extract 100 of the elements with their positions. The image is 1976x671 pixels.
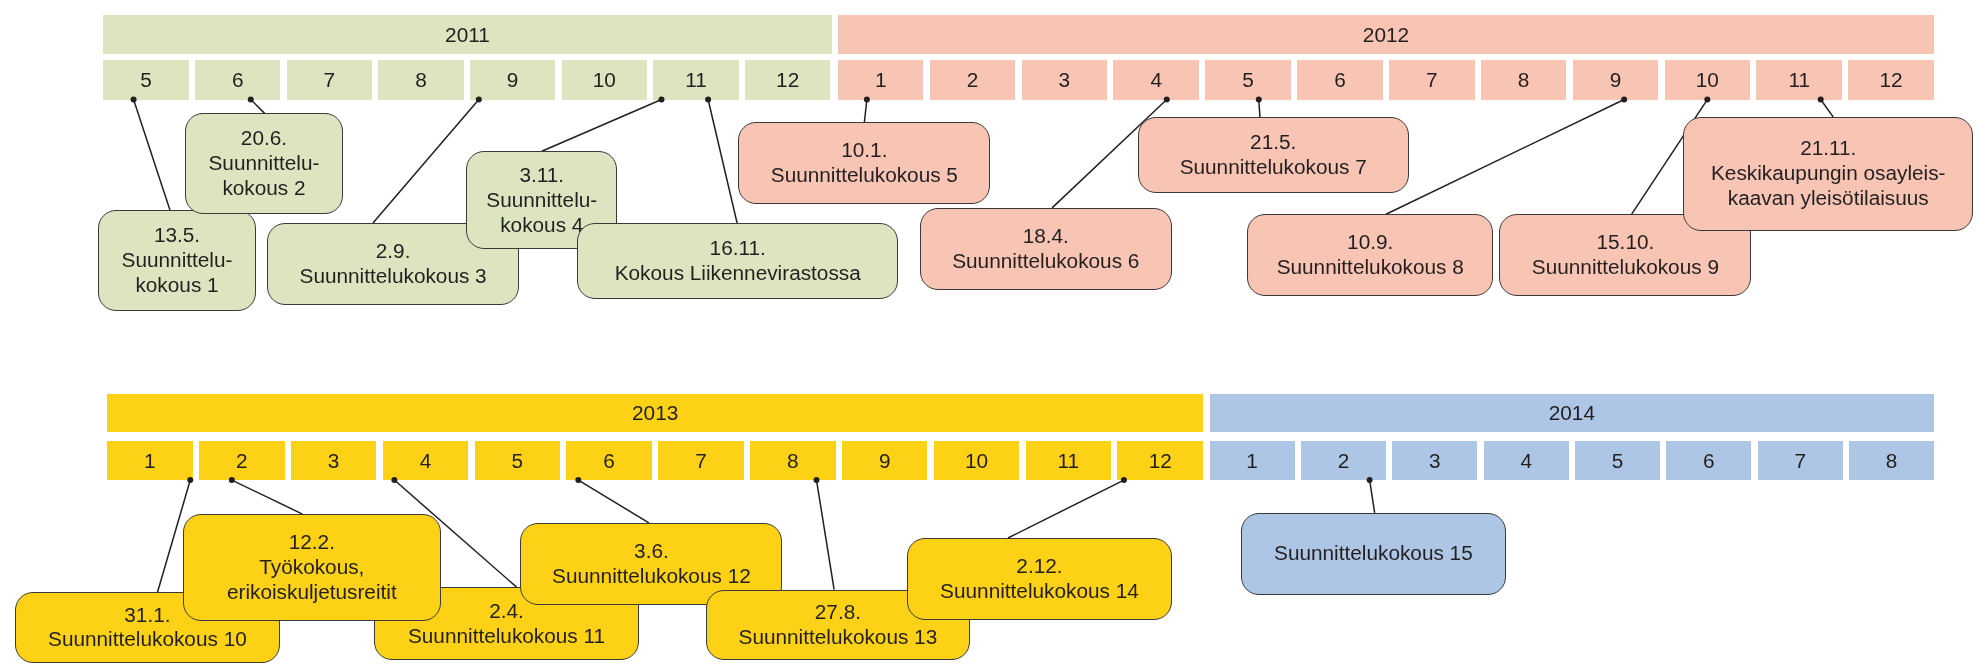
event-date: 2.4.: [489, 598, 524, 624]
month-cell: 7: [1757, 441, 1843, 481]
event-box: [98, 210, 256, 312]
event-box: [185, 113, 343, 215]
month-cell: 8: [1849, 441, 1935, 481]
event-date: 27.8.: [814, 600, 861, 625]
event-title: Keskikaupungin osayleis- kaavan yleisötilaisuus: [1710, 161, 1947, 212]
event-date: 2.9.: [375, 239, 411, 264]
month-cell: 3: [290, 441, 377, 481]
leader-line: [1255, 96, 1262, 118]
month-cell: 12: [1117, 441, 1204, 481]
event-box: [1683, 117, 1974, 231]
month-cell: 12: [744, 60, 831, 100]
event-date: 10.9.: [1347, 230, 1394, 256]
event-title: Suunnittelukokous 15: [1274, 541, 1473, 567]
event-title: Suunnittelukokous 5: [770, 163, 958, 189]
event-box: [466, 151, 618, 250]
event-title: Suunnittelukokous 9: [1531, 255, 1719, 281]
leader-line: [575, 477, 650, 524]
event-title: Suunnittelukokous 14: [940, 578, 1139, 604]
event-title: Kokous Liikennevirastossa: [614, 260, 861, 286]
month-cell: 4: [1483, 441, 1569, 481]
event-date: 31.1.: [124, 602, 171, 628]
month-cell: 1: [107, 441, 193, 481]
event-title: Suunnittelukokous 13: [738, 624, 938, 650]
month-cell: 9: [469, 60, 556, 100]
event-box: [520, 522, 783, 605]
month-cell: 7: [658, 441, 744, 481]
event-date: 13.5.: [153, 223, 201, 249]
month-cell: 11: [1756, 60, 1842, 100]
event-title: Suunnittelu- kokous 2: [207, 151, 321, 202]
event-date: 21.5.: [1250, 130, 1297, 155]
event-date: 2.12.: [1016, 554, 1063, 579]
event-box: [182, 514, 441, 622]
event-title: Suunnittelu- kokous 1: [120, 248, 234, 299]
month-cell: 4: [1113, 60, 1199, 100]
month-cell: 10: [933, 441, 1020, 481]
leader-line: [1817, 96, 1835, 118]
leader-line: [1007, 477, 1127, 539]
leader-line: [372, 96, 482, 224]
month-cell: 5: [1205, 60, 1291, 100]
leader-line: [813, 477, 835, 591]
year-bar: 2012: [837, 15, 1935, 55]
event-box: [1137, 117, 1409, 193]
month-cell: 5: [1575, 441, 1661, 481]
month-cell: 5: [103, 60, 189, 100]
event-title: Suunnittelu- kokous 4: [485, 187, 599, 238]
leader-line: [247, 96, 266, 115]
leader-line: [1630, 96, 1711, 215]
month-cell: 4: [382, 441, 469, 481]
month-cell: 3: [1392, 441, 1478, 481]
event-box: [907, 538, 1172, 620]
event-title: Suunnittelukokous 7: [1179, 154, 1367, 180]
month-cell: 3: [1021, 60, 1108, 100]
leader-line: [1385, 96, 1628, 215]
event-title: Suunnittelukokous 3: [299, 263, 487, 289]
month-cell: 6: [1297, 60, 1383, 100]
month-cell: 11: [653, 60, 739, 100]
event-box: [919, 207, 1172, 290]
leader-line: [1366, 477, 1376, 514]
event-title: Suunnittelukokous 11: [407, 623, 606, 649]
year-bar: 2013: [107, 394, 1204, 433]
event-date: 18.4.: [1022, 223, 1069, 249]
event-title: Suunnittelukokous 10: [48, 627, 247, 653]
leader-line: [863, 96, 870, 123]
month-cell: 8: [378, 60, 464, 100]
month-cell: 10: [561, 60, 647, 100]
month-cell: 2: [198, 441, 285, 481]
event-title: Suunnittelukokous 6: [952, 248, 1140, 274]
event-box: [1499, 214, 1752, 297]
month-cell: 6: [195, 60, 281, 100]
event-title: Suunnittelukokous 12: [552, 563, 751, 589]
leader-line: [541, 96, 665, 152]
month-cell: 9: [1572, 60, 1659, 100]
leader-line: [391, 477, 518, 588]
leader-line: [156, 477, 194, 593]
month-cell: 8: [1480, 60, 1567, 100]
month-cell: 7: [1389, 60, 1475, 100]
event-box: [738, 122, 991, 205]
month-cell: 6: [1666, 441, 1752, 481]
event-date: 16.11.: [709, 235, 766, 261]
year-bar: 2014: [1209, 394, 1935, 433]
event-date: 10.1.: [841, 138, 888, 164]
leader-line: [1051, 96, 1170, 209]
month-cell: 1: [1209, 441, 1295, 481]
month-cell: 11: [1025, 441, 1112, 481]
event-box: [1241, 512, 1506, 595]
month-cell: 5: [474, 441, 561, 481]
event-box: [1247, 214, 1494, 297]
event-date: 12.2.: [288, 530, 335, 556]
event-title: Työkokous, erikoiskuljetusreitit: [225, 555, 398, 606]
event-date: 15.10.: [1596, 230, 1655, 256]
year-bar: 2011: [103, 15, 832, 55]
leader-line: [228, 477, 304, 515]
month-cell: 7: [286, 60, 372, 100]
month-cell: 9: [841, 441, 928, 481]
month-cell: 8: [750, 441, 836, 481]
month-cell: 2: [929, 60, 1016, 100]
event-date: 20.6.: [240, 126, 288, 152]
month-cell: 2: [1300, 441, 1386, 481]
